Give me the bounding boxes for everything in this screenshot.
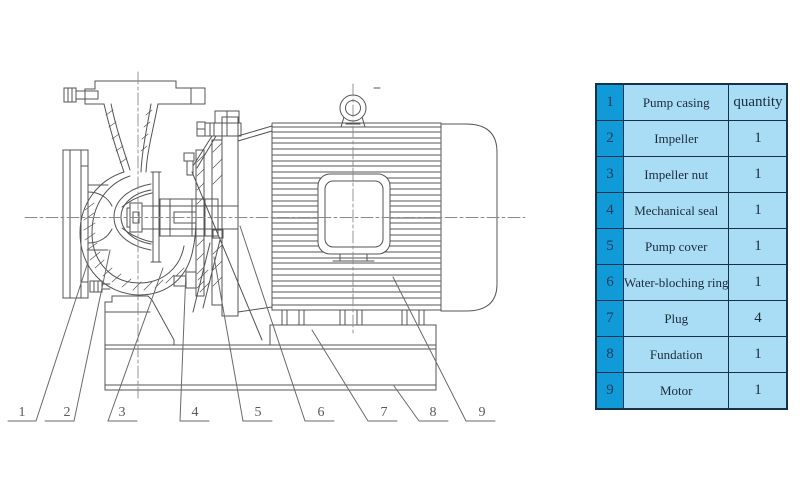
table-row: 4 Mechanical seal 1 xyxy=(595,192,788,229)
table-row: 8 Fundation 1 xyxy=(595,336,788,373)
motor-feet xyxy=(281,309,425,326)
part-name: Motor xyxy=(622,372,730,410)
callout-2: 2 xyxy=(64,405,71,420)
table-row: 5 Pump cover 1 xyxy=(595,228,788,265)
callout-8: 8 xyxy=(430,405,437,420)
impeller xyxy=(113,171,162,263)
volute-throat xyxy=(103,103,159,173)
callout-1: 1 xyxy=(19,405,26,420)
motor-mounting-plate xyxy=(269,324,437,346)
part-name: Mechanical seal xyxy=(622,192,730,229)
part-quantity: 1 xyxy=(728,192,788,229)
part-quantity: 1 xyxy=(728,372,788,410)
callout-6: 6 xyxy=(318,405,325,420)
part-number: 8 xyxy=(595,336,624,373)
part-quantity: 1 xyxy=(728,156,788,193)
callout-5: 5 xyxy=(255,405,262,420)
pump-casing xyxy=(79,159,197,296)
part-number: 2 xyxy=(595,120,624,157)
part-name: Pump cover xyxy=(622,228,730,265)
part-quantity: 1 xyxy=(728,264,788,301)
table-row: 3 Impeller nut 1 xyxy=(595,156,788,193)
section-hatching xyxy=(83,109,223,293)
drain-plug xyxy=(89,280,111,293)
callout-7: 7 xyxy=(381,405,388,420)
table-row: 2 Impeller 1 xyxy=(595,120,788,157)
callout-4: 4 xyxy=(192,405,199,420)
table-row: 1 Pump casing quantity xyxy=(595,83,788,121)
table-row: 7 Plug 4 xyxy=(595,300,788,337)
part-name: Plug xyxy=(622,300,730,337)
callout-3: 3 xyxy=(119,405,126,420)
part-quantity: 1 xyxy=(728,228,788,265)
leader-lines xyxy=(7,225,496,422)
pump-pedestal xyxy=(104,295,175,346)
part-number: 4 xyxy=(595,192,624,229)
part-quantity: quantity xyxy=(728,83,788,121)
part-number: 6 xyxy=(595,264,624,301)
part-name: Water-bloching ring xyxy=(622,264,730,301)
discharge-flange xyxy=(84,80,206,105)
part-quantity: 4 xyxy=(728,300,788,337)
foundation-base xyxy=(104,344,437,391)
part-number: 5 xyxy=(595,228,624,265)
callout-9: 9 xyxy=(479,405,486,420)
part-name: Pump casing xyxy=(622,83,730,121)
part-number: 1 xyxy=(595,83,624,121)
part-name: Fundation xyxy=(622,336,730,373)
part-name: Impeller xyxy=(622,120,730,157)
flange-bolt xyxy=(196,110,242,137)
table-row: 6 Water-bloching ring 1 xyxy=(595,264,788,301)
parts-list-table: 1 Pump casing quantity 2 Impeller 1 3 Im… xyxy=(595,83,789,410)
callout-numbers: 1 2 3 4 5 6 7 8 9 xyxy=(19,405,486,420)
priming-plug xyxy=(63,87,99,103)
part-number: 7 xyxy=(595,300,624,337)
lifting-eye xyxy=(339,87,381,128)
water-blocking-ring xyxy=(212,229,224,239)
part-number: 9 xyxy=(595,372,624,410)
centerlines xyxy=(24,71,526,399)
terminal-box xyxy=(317,173,391,262)
mechanical-seal xyxy=(173,152,197,289)
part-number: 3 xyxy=(595,156,624,193)
part-name: Impeller nut xyxy=(622,156,730,193)
table-row: 9 Motor 1 xyxy=(595,372,788,410)
part-quantity: 1 xyxy=(728,336,788,373)
part-quantity: 1 xyxy=(728,120,788,157)
